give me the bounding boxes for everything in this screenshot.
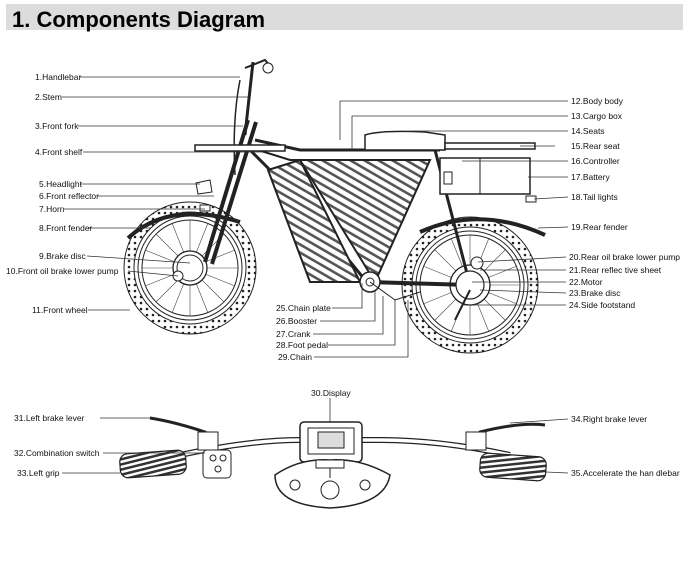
bike-side-view bbox=[123, 58, 546, 354]
label-chain-plate: 25.Chain plate bbox=[276, 303, 331, 313]
label-front-shelf: 4.Front shelf bbox=[35, 147, 83, 157]
label-left-grip: 33.Left grip bbox=[17, 468, 60, 478]
label-crank: 27.Crank bbox=[276, 329, 311, 339]
label-front-fender: 8.Front fender bbox=[39, 223, 93, 233]
label-chain: 29.Chain bbox=[278, 352, 312, 362]
handlebar-top-view bbox=[119, 416, 547, 509]
label-display: 30.Display bbox=[311, 388, 351, 398]
label-front-fork: 3.Front fork bbox=[35, 121, 79, 131]
label-cargo-box: 13.Cargo box bbox=[571, 111, 623, 121]
label-rear-fender: 19.Rear fender bbox=[571, 222, 628, 232]
label-rear-seat: 15.Rear seat bbox=[571, 141, 620, 151]
label-tail-lights: 18.Tail lights bbox=[571, 192, 618, 202]
label-rear-reflective-sheet: 21.Rear reflec tive sheet bbox=[569, 265, 662, 275]
label-seats: 14.Seats bbox=[571, 126, 605, 136]
title-bar: 1. Components Diagram bbox=[6, 4, 683, 32]
label-rear-oil-brake-pump: 20.Rear oil brake lower pump bbox=[569, 252, 680, 262]
label-brake-disc-rear: 23.Brake disc bbox=[569, 288, 621, 298]
label-front-wheel: 11.Front wheel bbox=[32, 305, 88, 315]
label-controller: 16.Controller bbox=[571, 156, 620, 166]
label-front-oil-brake-pump: 10.Front oil brake lower pump bbox=[6, 266, 119, 276]
leader-lines bbox=[62, 76, 569, 474]
label-battery: 17.Battery bbox=[571, 172, 610, 182]
label-stem: 2.Stem bbox=[35, 92, 62, 102]
label-right-brake-lever: 34.Right brake lever bbox=[571, 414, 647, 424]
component-labels: 1.Handlebar 2.Stem 3.Front fork 4.Front … bbox=[6, 72, 680, 478]
label-accelerate-handlebar: 35.Accelerate the han dlebar bbox=[571, 468, 680, 478]
label-front-reflector: 6.Front reflector bbox=[39, 191, 99, 201]
label-brake-disc-front: 9.Brake disc bbox=[39, 251, 87, 261]
label-handlebar: 1.Handlebar bbox=[35, 72, 81, 82]
label-combination-switch: 32.Combination switch bbox=[14, 448, 100, 458]
label-side-footstand: 24.Side footstand bbox=[569, 300, 635, 310]
label-booster: 26.Booster bbox=[276, 316, 317, 326]
label-left-brake-lever: 31.Left brake lever bbox=[14, 413, 85, 423]
label-headlight: 5.Headlight bbox=[39, 179, 83, 189]
page-title: 1. Components Diagram bbox=[12, 7, 266, 32]
label-foot-pedal: 28.Foot pedal bbox=[276, 340, 328, 350]
label-motor: 22.Motor bbox=[569, 277, 603, 287]
label-body: 12.Body body bbox=[571, 96, 624, 106]
label-horn: 7.Horn bbox=[39, 204, 65, 214]
